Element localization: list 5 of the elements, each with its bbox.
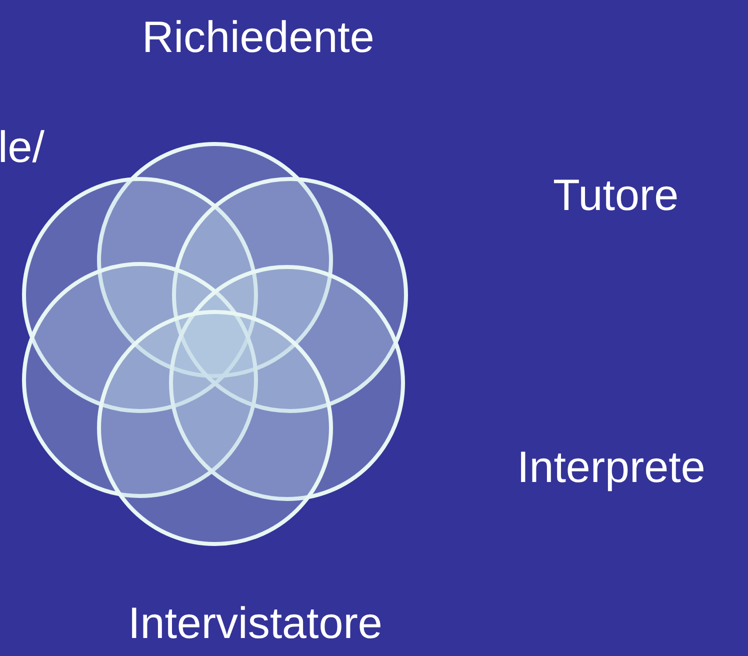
role-label: Tutore <box>553 170 679 222</box>
role-label: Interprete <box>517 442 706 494</box>
role-label: le/ <box>0 122 44 174</box>
role-label: Richiedente <box>142 12 374 64</box>
role-label: Intervistatore <box>128 598 382 650</box>
